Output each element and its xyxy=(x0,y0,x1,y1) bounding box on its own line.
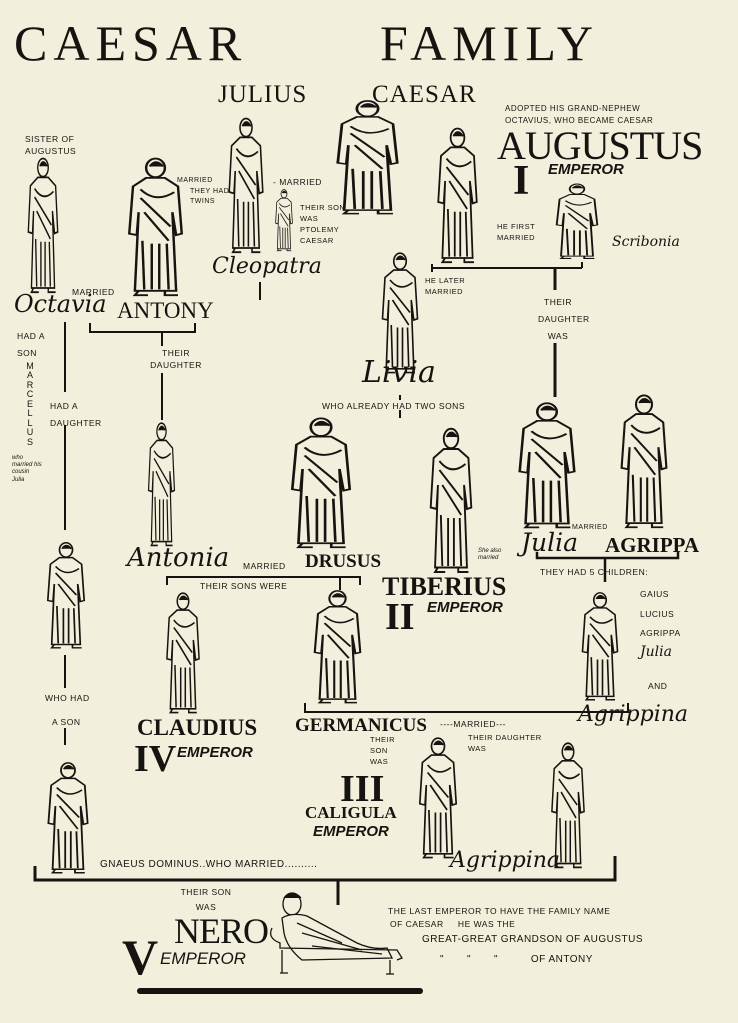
caligula-figure xyxy=(412,735,464,860)
augustus-figure xyxy=(430,125,485,265)
livia-name: Livia xyxy=(362,355,436,390)
livia-figure xyxy=(375,250,425,375)
tiberius-numeral: II xyxy=(385,596,415,638)
octavia-had-son: HAD A SON xyxy=(17,331,45,358)
drusus-name: DRUSUS xyxy=(305,551,382,572)
marcellus-note: who married his cousin Julia xyxy=(12,455,42,483)
tiberius-figure xyxy=(422,425,480,575)
child-julia: Julia xyxy=(640,644,672,660)
augustus-scribonia-bracket xyxy=(431,262,583,272)
sons-were-label: THEIR SONS WERE xyxy=(200,581,288,591)
twins-label: THEY HAD TWINS xyxy=(190,188,230,206)
agrippa-name: AGRIPPA xyxy=(605,533,700,557)
antony-daughter-label: THEIR DAUGHTER xyxy=(150,348,202,371)
gnaeus-married-line: GNAEUS DOMINUS..WHO MARRIED.......... xyxy=(100,859,318,870)
a-son-label: A SON xyxy=(52,717,81,727)
nero-name: NERO xyxy=(174,911,269,951)
caligula-son-label: THEIR SON WAS xyxy=(370,735,395,766)
claudius-emperor: EMPEROR xyxy=(177,744,253,761)
nero-emperor: EMPEROR xyxy=(160,949,246,968)
julia-agrippa-married-label: MARRIED xyxy=(572,524,608,531)
nero-note-4: " " " OF ANTONY xyxy=(440,954,593,965)
nero-son-label: THEIR SON WAS xyxy=(180,887,232,913)
augustus-name: AUGUSTUS xyxy=(497,123,703,168)
claudius-numeral: IV xyxy=(134,738,177,780)
scribonia-figure xyxy=(548,182,606,260)
ptolemy-caesar-figure xyxy=(272,188,296,252)
octavia-daughter-figure xyxy=(40,540,92,650)
germanicus-figure xyxy=(305,588,370,705)
julius-caesar-figure xyxy=(325,98,410,216)
augustus-daughter-label: THEIR DAUGHTER WAS xyxy=(538,297,590,341)
antonia-figure xyxy=(143,420,180,548)
julia-figure xyxy=(508,400,586,530)
augustus-adopted-note: ADOPTED HIS GRAND-NEPHEW OCTAVIUS, WHO B… xyxy=(505,104,654,125)
germanicus-married-label: ----MARRIED--- xyxy=(440,719,507,729)
antonia-drusus-bracket xyxy=(166,576,361,590)
child-lucius: LUCIUS xyxy=(640,609,675,619)
nero-note-2: OF CAESAR HE WAS THE xyxy=(390,919,516,929)
caligula-emperor: EMPEROR xyxy=(313,823,389,840)
drusus-figure xyxy=(280,415,362,550)
antony-octavia-bracket xyxy=(89,323,196,420)
agrippa-figure xyxy=(612,392,676,530)
germanicus-agrippina-bracket xyxy=(304,703,629,713)
cleopatra-figure xyxy=(222,115,270,255)
antonia-married-label: MARRIED xyxy=(243,561,286,571)
child-agrippa: AGRIPPA xyxy=(640,628,681,638)
antony-name: ANTONY xyxy=(117,298,214,323)
octavia-note: SISTER OF AUGUSTUS xyxy=(25,134,77,157)
octavia-figure xyxy=(22,155,64,295)
agrippina-elder-name: Agrippina xyxy=(578,702,689,727)
agrippina-elder-figure xyxy=(575,590,625,702)
later-married-label: HE LATER MARRIED xyxy=(425,276,466,296)
caligula-numeral: III xyxy=(340,768,385,810)
cleopatra-married-label: - MARRIED xyxy=(273,177,322,187)
child-gaius: GAIUS xyxy=(640,589,669,599)
claudius-name: CLAUDIUS xyxy=(137,715,258,740)
livia-note: WHO ALREADY HAD TWO SONS xyxy=(322,401,465,411)
julius-label: JULIUS xyxy=(218,81,308,108)
augustus-numeral: I xyxy=(513,158,530,204)
octavia-name: Octavia xyxy=(14,290,107,318)
julia-name: Julia xyxy=(521,528,579,557)
tiberius-emperor: EMPEROR xyxy=(427,599,503,616)
octavia-had-daughter: HAD A DAUGHTER xyxy=(50,401,102,428)
who-had-label: WHO HAD xyxy=(45,693,90,703)
nero-note-1: THE LAST EMPEROR TO HAVE THE FAMILY NAME xyxy=(388,906,611,916)
first-married-label: HE FIRST MARRIED xyxy=(497,222,536,242)
gnaeus-figure xyxy=(40,760,96,875)
agrippina-daughter-label: THEIR DAUGHTER WAS xyxy=(468,733,542,753)
agrippina-younger-name: Agrippina xyxy=(450,848,561,873)
cleopatra-name: Cleopatra xyxy=(212,254,322,279)
caesar-label: CAESAR xyxy=(372,81,477,108)
ptolemy-note: THEIR SON WAS PTOLEMY CAESAR xyxy=(300,203,346,245)
and-label: AND xyxy=(648,681,668,691)
title-caesar: CAESAR xyxy=(14,15,248,71)
nero-reclining-figure xyxy=(262,888,412,976)
antony-figure xyxy=(118,155,193,298)
gnaeus-agrippina-bracket xyxy=(33,856,617,882)
five-children-label: THEY HAD 5 CHILDREN: xyxy=(540,567,649,577)
nero-numeral: V xyxy=(122,929,159,985)
agrippina-younger-figure xyxy=(545,740,591,870)
julia-agrippa-bracket xyxy=(535,552,680,582)
tiberius-name: TIBERIUS xyxy=(382,572,507,601)
married-octavia-label: MARRIED xyxy=(72,287,115,297)
julia-also-married-note: She also married xyxy=(478,548,502,562)
scribonia-name: Scribonia xyxy=(612,234,680,250)
nero-note-3: GREAT-GREAT GRANDSON OF AUGUSTUS xyxy=(422,934,644,945)
title-family: FAMILY xyxy=(380,15,599,71)
germanicus-name: GERMANICUS xyxy=(295,715,427,736)
caligula-name: CALIGULA xyxy=(305,803,397,822)
claudius-figure xyxy=(160,590,206,715)
married-cleopatra-label: MARRIED xyxy=(177,177,213,184)
augustus-emperor: EMPEROR xyxy=(548,161,624,178)
antonia-name: Antonia xyxy=(127,543,230,573)
